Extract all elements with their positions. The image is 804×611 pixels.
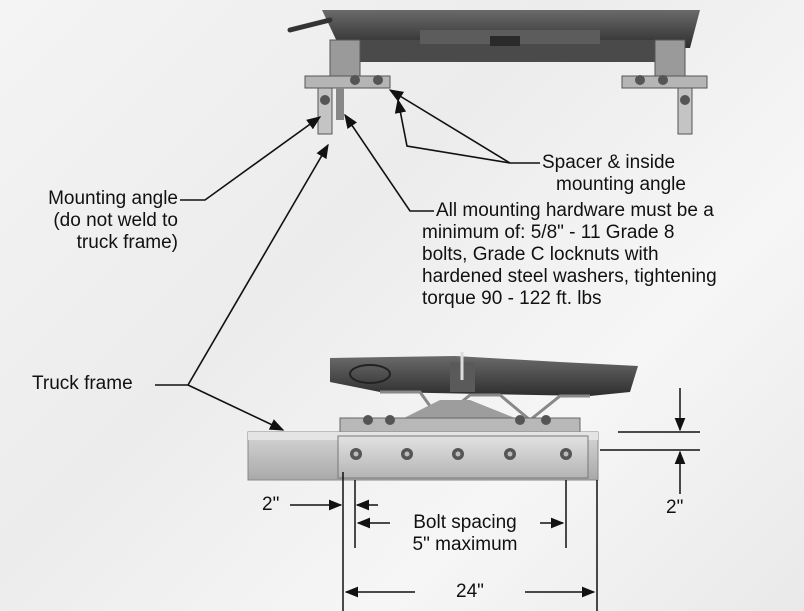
spacer-label-line-1: Spacer & inside [542,152,676,173]
mounting-angle-label: Mounting angle (do not weld to truck fra… [8,188,178,254]
hardware-note-line-2: minimum of: 5/8" - 11 Grade 8 [422,222,675,243]
hardware-note: All mounting hardware must be a minimum … [422,200,717,310]
truck-frame-label: Truck frame [32,373,133,394]
truck-frame [247,431,599,481]
mounting-angle-label-line-1: Mounting angle [48,188,178,209]
mounting-angle-label-line-2: (do not weld to [53,210,178,231]
bolt-spacing-label-line-1: Bolt spacing [413,512,517,533]
dimension-lines [290,388,700,611]
hitch-end-view [287,10,708,135]
hardware-note-line-4: hardened steel washers, tightening [422,266,717,287]
hitch-side-view [330,352,638,433]
hardware-note-line-3: bolts, Grade C locknuts with [422,244,659,265]
edge-distance-right-label: 2" [666,497,684,518]
edge-distance-left-label: 2" [262,494,280,515]
mounting-angle-label-line-3: truck frame) [76,232,178,253]
overall-length-label: 24" [456,581,484,602]
spacer-label: Spacer & inside mounting angle [542,152,686,196]
bolt-spacing-label-line-2: 5" maximum [412,534,518,555]
leader-lines [155,89,540,431]
hardware-note-line-1: All mounting hardware must be a [436,200,714,221]
hardware-note-line-5: torque 90 - 122 ft. lbs [422,288,602,309]
bolt-spacing-label: Bolt spacing 5" maximum [392,512,538,556]
spacer-label-line-2: mounting angle [556,174,686,195]
